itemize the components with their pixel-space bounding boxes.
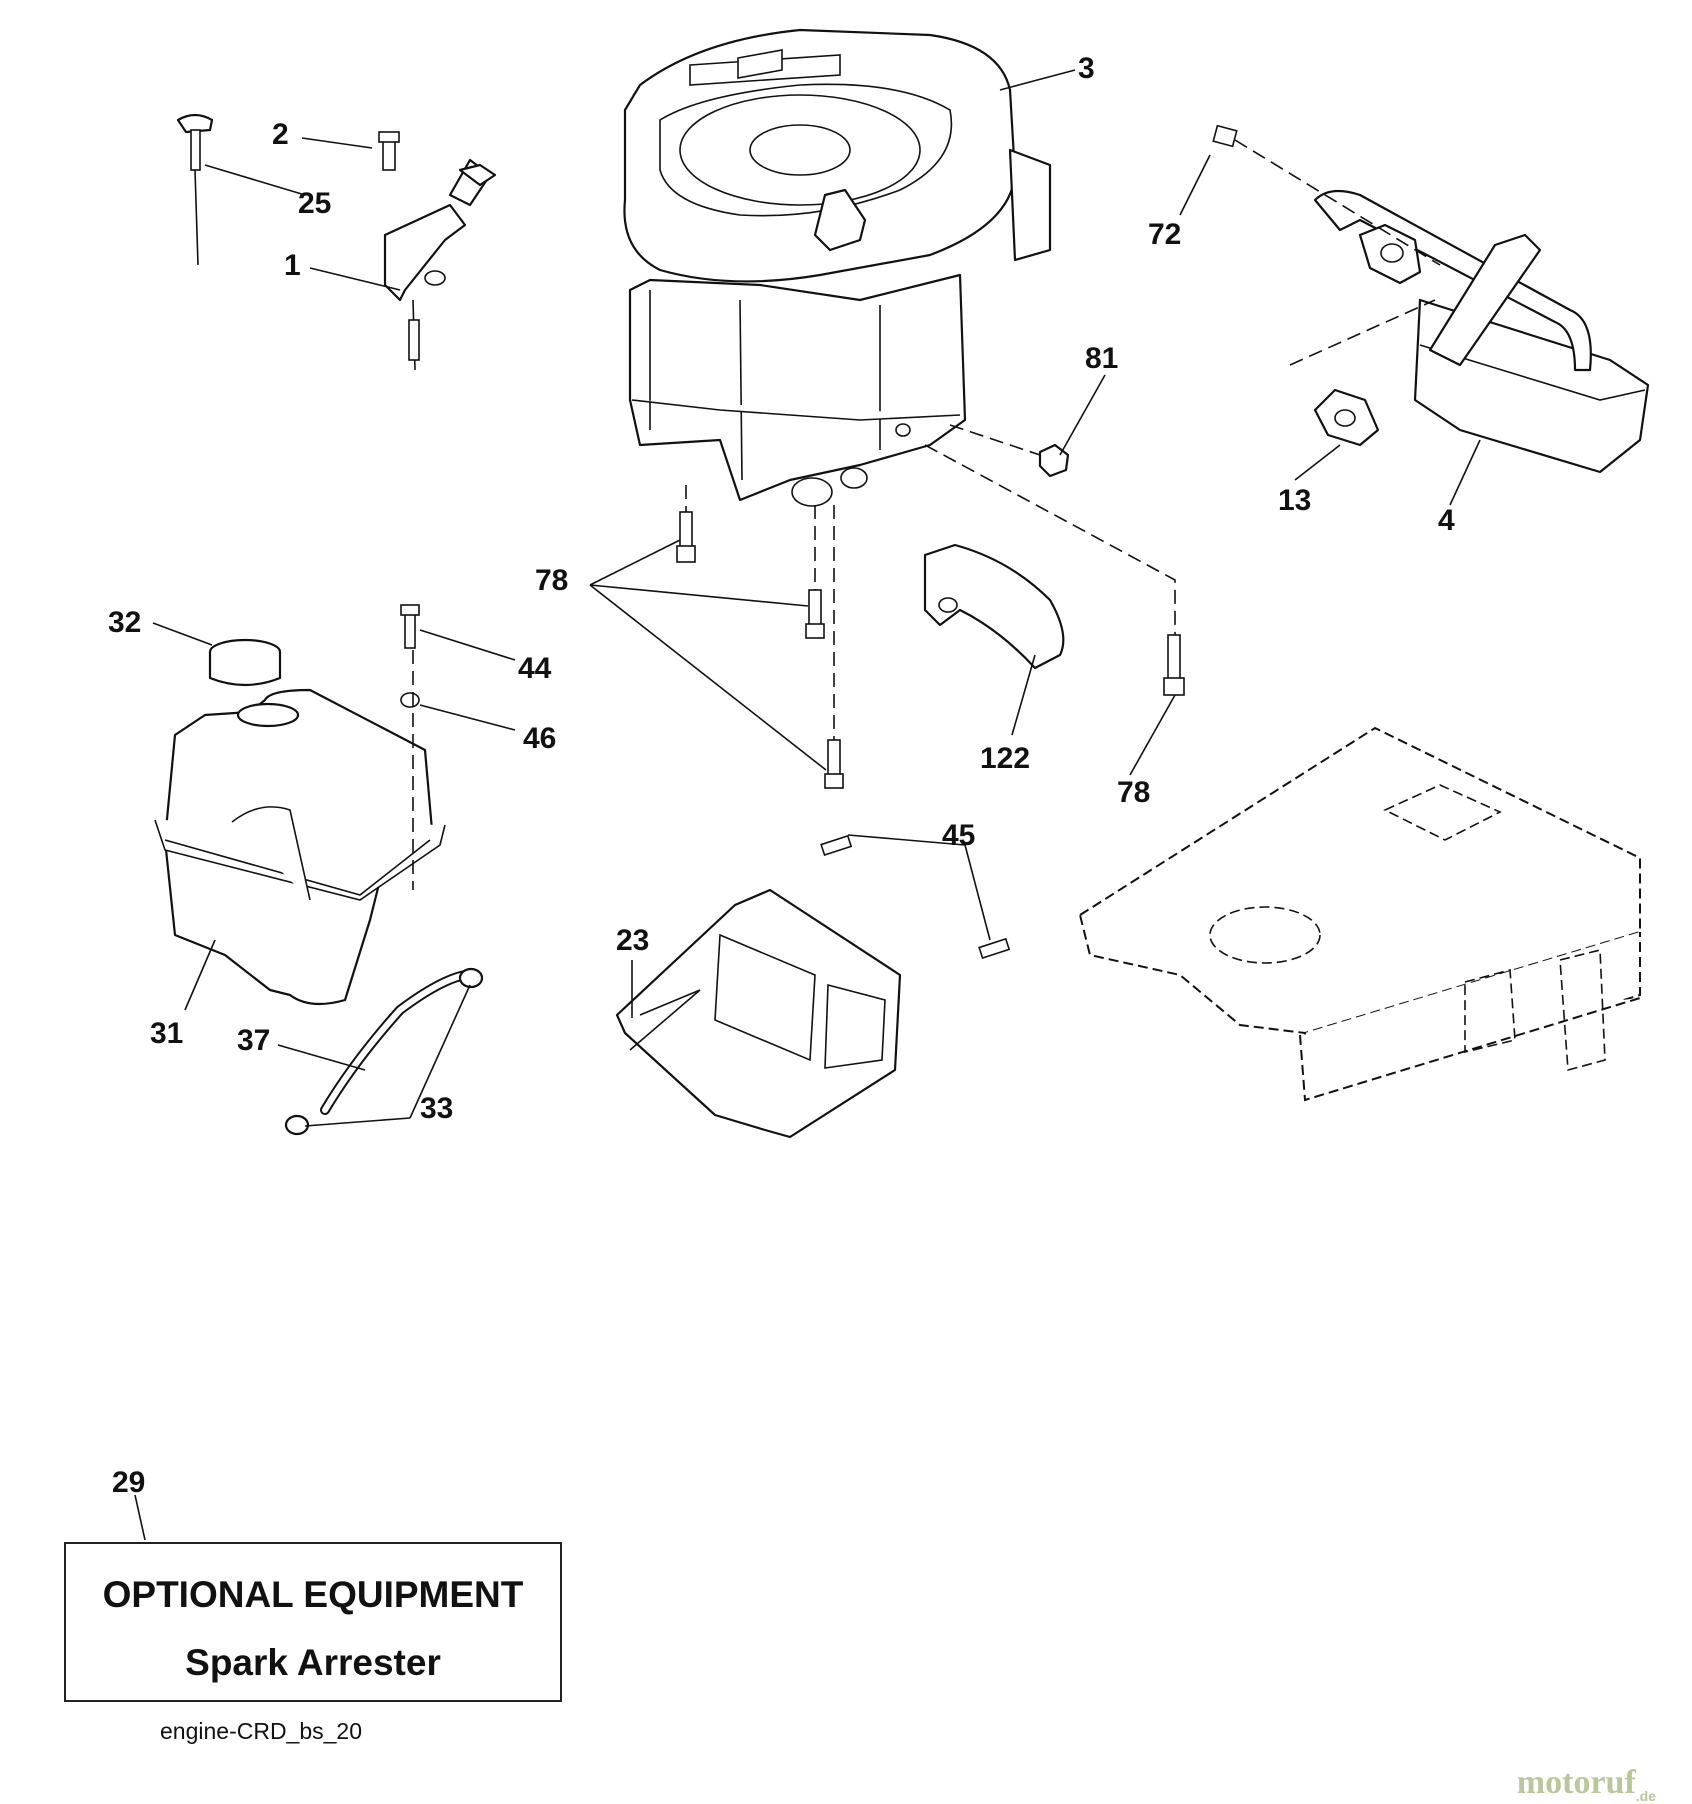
callout-122: 122	[980, 742, 1030, 775]
assembly-lines	[412, 139, 1441, 890]
throttle-control-part	[176, 113, 497, 371]
callout-37: 37	[237, 1024, 270, 1057]
callout-2: 2	[272, 118, 289, 151]
gasket-part	[1313, 223, 1422, 447]
callout-78-right: 78	[1117, 776, 1150, 809]
callout-23: 23	[616, 924, 649, 957]
callout-3: 3	[1078, 52, 1095, 85]
callout-25: 25	[298, 187, 331, 220]
spark-arrester-label: Spark Arrester	[185, 1642, 441, 1683]
optional-equipment-title: OPTIONAL EQUIPMENT	[102, 1574, 524, 1615]
callout-72: 72	[1148, 218, 1181, 251]
callout-46: 46	[523, 722, 556, 755]
callout-4: 4	[1438, 504, 1455, 537]
callout-44: 44	[518, 652, 552, 685]
tank-bracket-part	[615, 834, 1011, 1139]
drawing-code: engine-CRD_bs_20	[160, 1718, 363, 1744]
callout-1: 1	[284, 249, 301, 282]
watermark-logo: motoruf.de	[1516, 1764, 1656, 1804]
optional-equipment-box: OPTIONAL EQUIPMENT Spark Arrester	[64, 1542, 562, 1702]
callout-81: 81	[1085, 342, 1118, 375]
chassis-frame	[1078, 726, 1641, 1102]
callout-labels: 3 2 25 1 72 81 13 4 78 32 44 46 122 78 4…	[108, 52, 1455, 1499]
engine-bolts	[676, 124, 1238, 789]
muffler-part	[1313, 189, 1650, 474]
callout-33: 33	[420, 1092, 453, 1125]
callout-45: 45	[942, 819, 975, 852]
fuel-tank-part	[154, 604, 446, 1006]
leader-lines	[134, 69, 1481, 1541]
engine-part	[623, 28, 1052, 507]
heat-shield-part	[923, 543, 1065, 670]
callout-29: 29	[112, 1466, 145, 1499]
callout-31: 31	[150, 1017, 183, 1050]
callout-13: 13	[1278, 484, 1311, 517]
callout-32: 32	[108, 606, 141, 639]
callout-78-left: 78	[535, 564, 568, 597]
